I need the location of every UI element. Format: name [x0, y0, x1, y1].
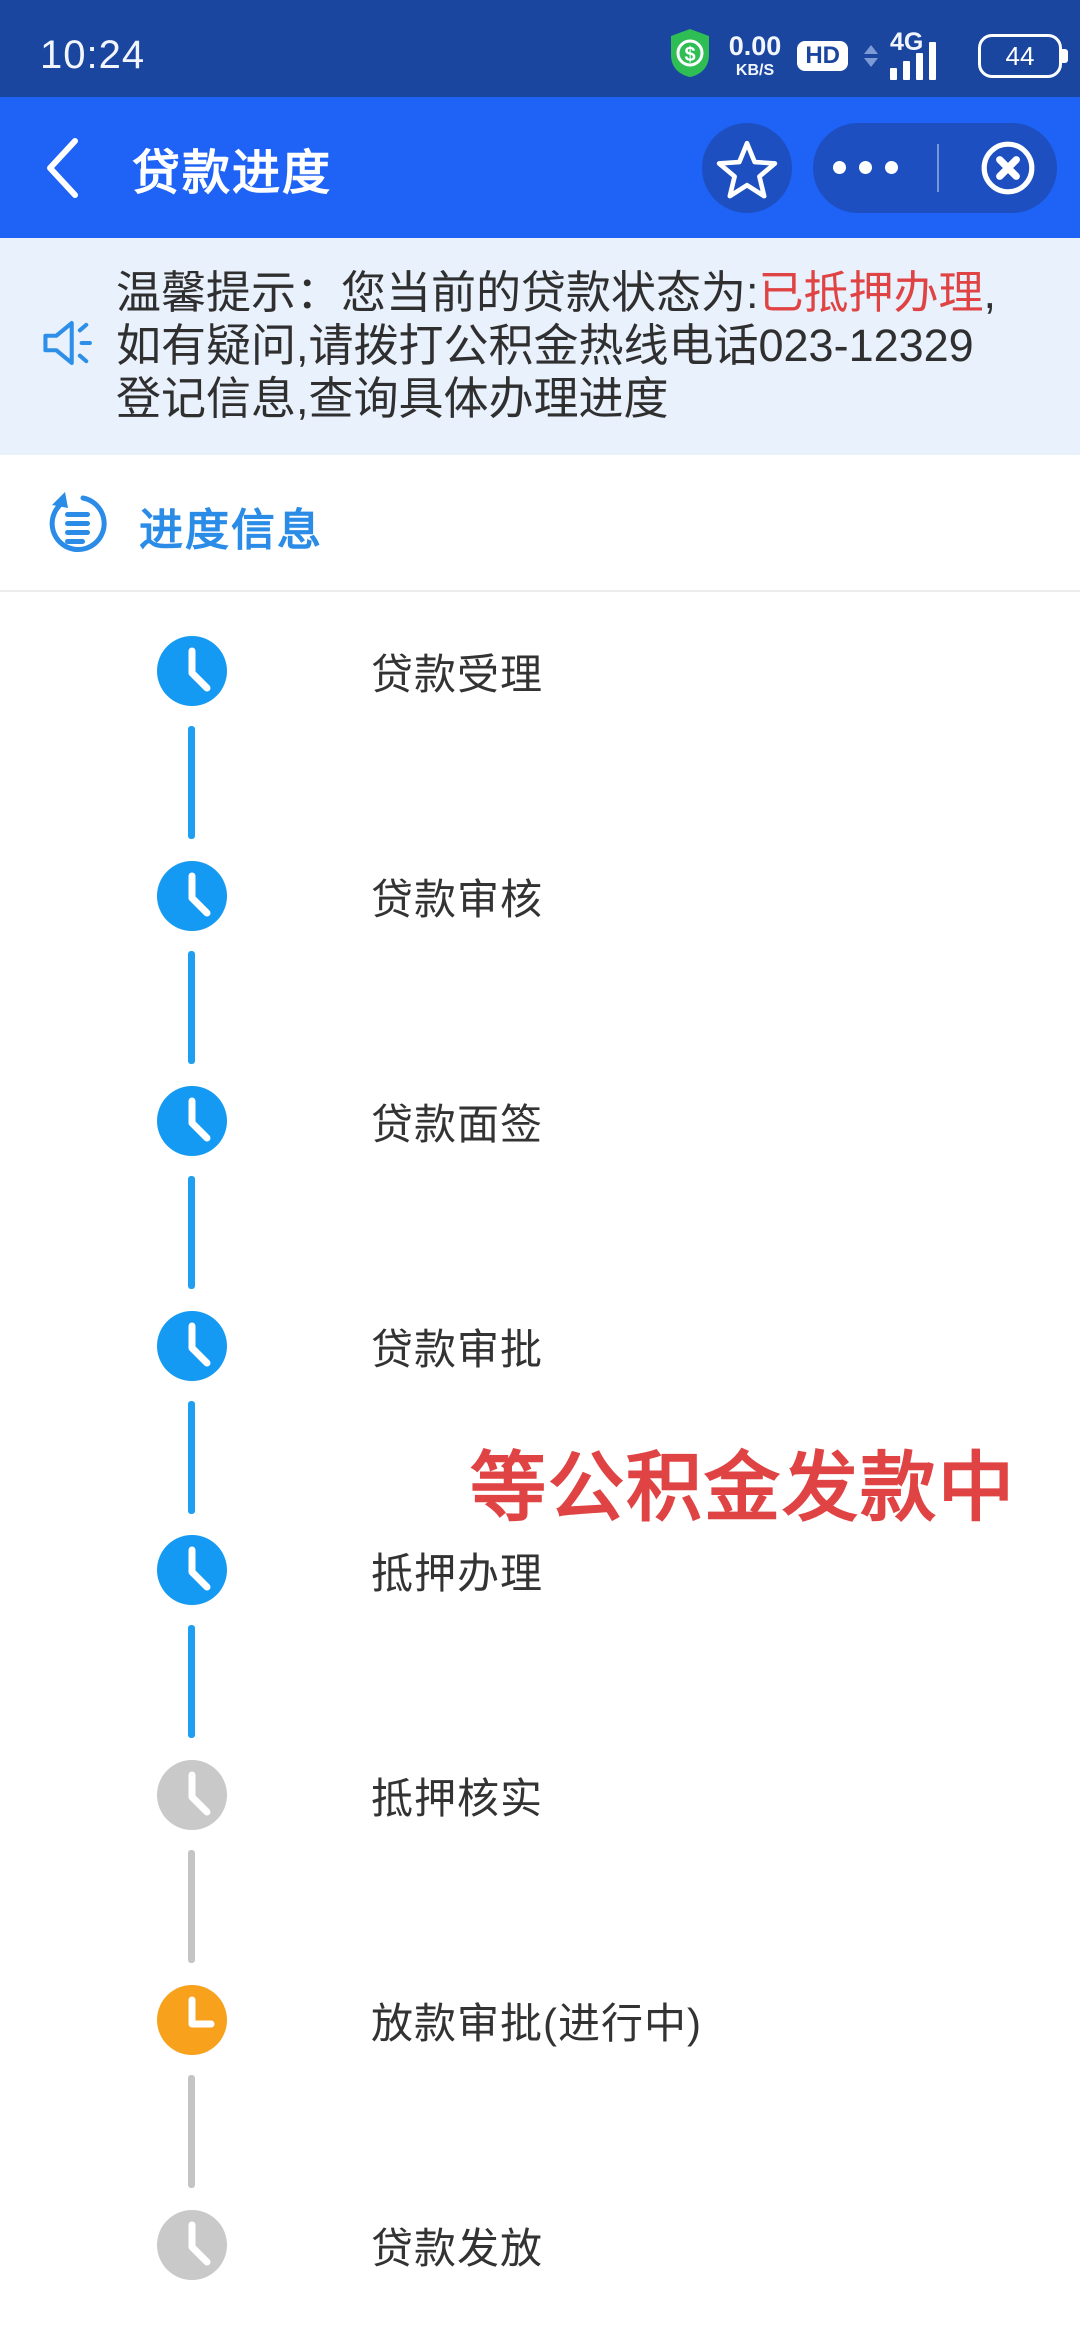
star-icon	[716, 140, 778, 198]
clock-time: 10:24	[40, 33, 146, 77]
timeline-step: 贷款审核	[0, 860, 1080, 932]
notice-text: 温馨提示：您当前的贷款状态为:已抵押办理,如有疑问,请拨打公积金热线电话023-…	[116, 267, 997, 424]
section-divider	[0, 590, 1080, 592]
page-title: 贷款进度	[132, 146, 333, 200]
status-icons: $ 0.00 KB/S HD 4G 44	[667, 13, 1068, 84]
step-label: 贷款受理	[371, 650, 544, 698]
back-chevron-icon	[47, 137, 78, 198]
clock-icon	[157, 1760, 227, 1830]
timeline-connector	[188, 1625, 195, 1738]
notice-banner: 温馨提示：您当前的贷款状态为:已抵押办理,如有疑问,请拨打公积金热线电话023-…	[0, 238, 1080, 455]
status-bar: 10:24 $ 0.00 KB/S HD 4G 44	[0, 0, 1080, 97]
pill-divider	[937, 143, 940, 192]
battery-icon: 44	[978, 33, 1068, 78]
clock-icon	[157, 861, 227, 931]
close-button[interactable]	[979, 139, 1037, 197]
clock-icon	[157, 636, 227, 706]
back-button[interactable]	[42, 133, 102, 203]
step-label: 贷款面签	[371, 1100, 544, 1148]
timeline-step: 贷款审批	[0, 1310, 1080, 1382]
more-menu-button[interactable]	[832, 161, 898, 174]
loan-status-highlight: 已抵押办理	[758, 267, 984, 318]
progress-section-header: 进度信息	[0, 455, 1080, 590]
clock-icon	[157, 1535, 227, 1605]
svg-text:$: $	[684, 44, 695, 66]
timeline-step: 贷款面签	[0, 1085, 1080, 1157]
timeline: 等公积金发款中 贷款受理贷款审核贷款面签贷款审批抵押办理抵押核实放款审批(进行中…	[0, 592, 1080, 2337]
signal-strength-icon: 4G	[884, 28, 962, 82]
network-speed: 0.00 KB/S	[728, 30, 782, 79]
step-label: 贷款发放	[371, 2224, 544, 2272]
clock-icon	[157, 1985, 227, 2055]
timeline-connector	[188, 726, 195, 839]
step-label: 抵押核实	[371, 1774, 544, 1822]
close-circle-icon	[981, 141, 1035, 194]
speaker-icon	[40, 317, 98, 374]
timeline-connector	[188, 2075, 195, 2188]
step-label: 贷款审批	[371, 1325, 544, 1373]
step-label: 抵押办理	[371, 1549, 544, 1597]
hd-volte-icon: HD	[797, 40, 848, 71]
clock-icon	[157, 1086, 227, 1156]
timeline-step: 放款审批(进行中)	[0, 1984, 1080, 2056]
timeline-step: 贷款受理	[0, 635, 1080, 707]
timeline-connector	[188, 951, 195, 1064]
timeline-step: 贷款发放	[0, 2209, 1080, 2281]
step-label: 贷款审核	[371, 875, 544, 923]
step-label: 放款审批(进行中)	[371, 1999, 702, 2047]
timeline-step: 抵押办理	[0, 1534, 1080, 1606]
progress-list-icon	[45, 491, 109, 560]
favorite-button[interactable]	[702, 122, 792, 213]
disbursement-waiting-note: 等公积金发款中	[470, 1446, 1016, 1531]
timeline-step: 抵押核实	[0, 1759, 1080, 1831]
section-title: 进度信息	[139, 505, 323, 555]
security-shield-icon: $	[667, 27, 713, 84]
timeline-connector	[188, 1176, 195, 1289]
cellular-status: 4G	[864, 28, 962, 82]
header: 贷款进度	[0, 97, 1080, 238]
clock-icon	[157, 1311, 227, 1381]
data-activity-icon	[864, 44, 878, 67]
timeline-connector	[188, 1401, 195, 1514]
header-menu-pill	[813, 122, 1057, 213]
timeline-connector	[188, 1850, 195, 1963]
clock-icon	[157, 2210, 227, 2280]
